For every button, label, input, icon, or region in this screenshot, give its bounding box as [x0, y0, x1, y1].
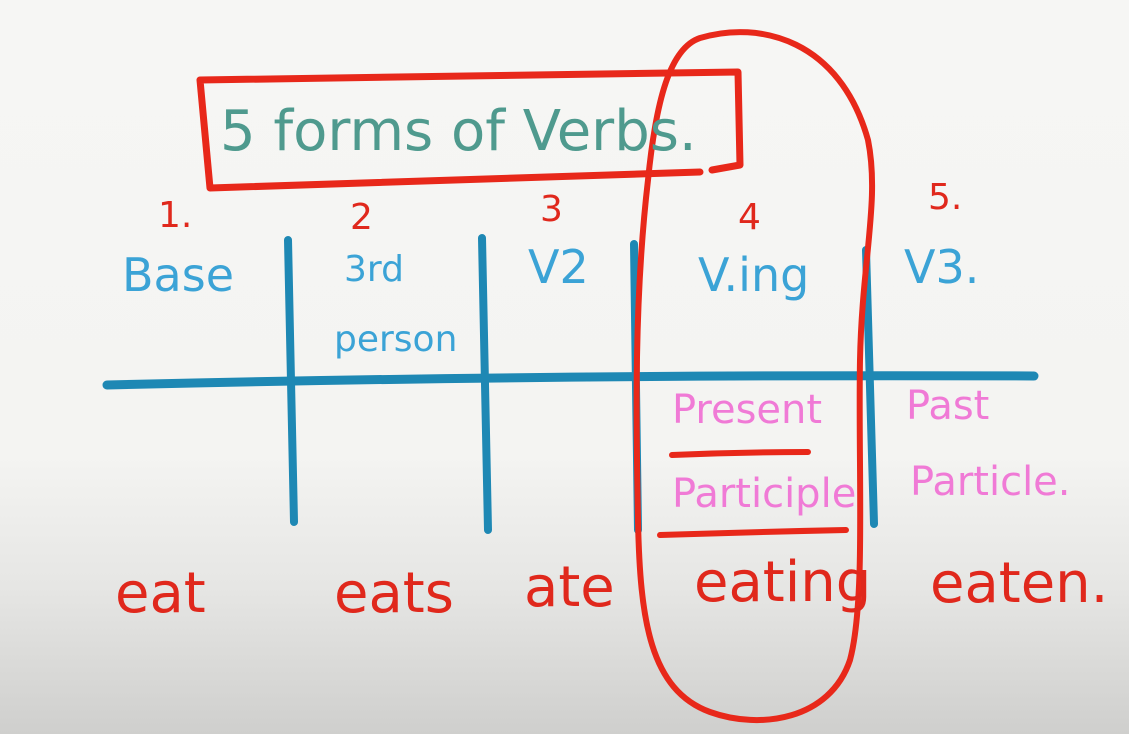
page-title: 5 forms of Verbs.	[220, 99, 697, 164]
example-eating: eating	[694, 550, 872, 615]
heading-3rd: 3rd	[344, 249, 404, 290]
heading-v-ing: V.ing	[698, 248, 810, 302]
example-eat: eat	[115, 561, 206, 626]
present-underline	[669, 449, 811, 458]
title-box	[196, 68, 744, 192]
label-present: Present	[672, 387, 823, 433]
table-divider-4	[862, 246, 878, 528]
example-ate: ate	[524, 555, 615, 620]
column-number-1: 1.	[158, 195, 193, 236]
participle-underline	[657, 527, 849, 538]
heading-person: person	[334, 319, 458, 360]
table-divider-1	[284, 236, 298, 526]
table-horizontal-line	[102, 371, 1039, 390]
column-number-5: 5.	[928, 177, 963, 218]
column-number-2: 2	[350, 197, 373, 238]
heading-v2: V2	[528, 240, 589, 294]
label-past: Past	[906, 383, 990, 429]
heading-base: Base	[122, 248, 235, 302]
column-number-3: 3	[540, 189, 563, 230]
example-eaten: eaten.	[930, 551, 1109, 616]
heading-v3: V3.	[904, 240, 980, 294]
example-eats: eats	[334, 561, 454, 626]
label-participle: Participle	[672, 471, 857, 517]
column-number-4: 4	[738, 197, 761, 238]
label-particle: Particle.	[910, 459, 1071, 505]
table-divider-2	[478, 234, 492, 534]
highlight-loop	[633, 29, 876, 724]
